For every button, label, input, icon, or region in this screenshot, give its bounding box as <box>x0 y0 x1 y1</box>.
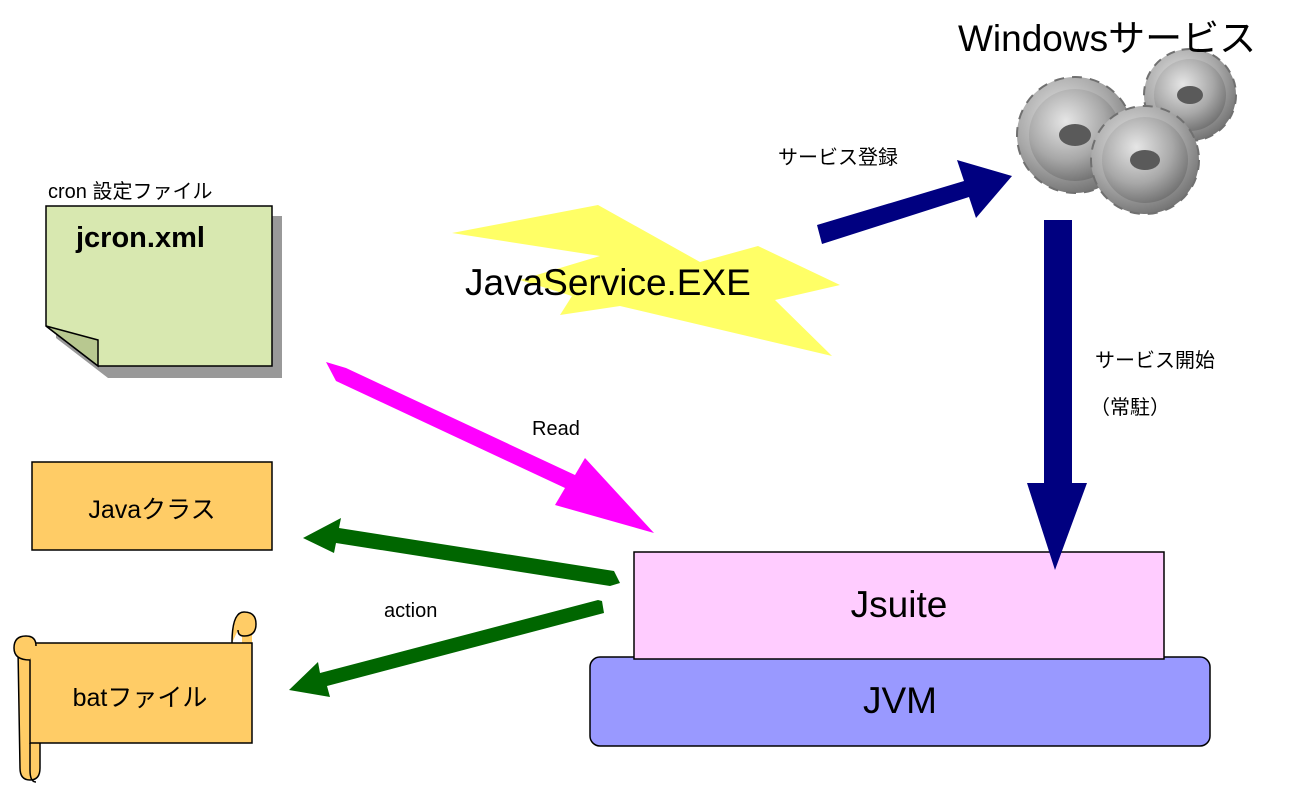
javaservice-label: JavaService.EXE <box>465 262 751 303</box>
read-arrow-label: Read <box>532 418 580 440</box>
bat-file-scroll <box>13 611 257 783</box>
action-arrow-java <box>303 518 620 586</box>
action-arrow-bat <box>289 600 604 697</box>
start-arrow-sublabel: （常駐） <box>1090 397 1170 419</box>
java-class-box <box>31 461 273 551</box>
read-arrow <box>326 362 654 533</box>
cron-file-name: jcron.xml <box>76 222 205 254</box>
jsuite-box <box>633 551 1165 660</box>
jsuite-label: Jsuite <box>850 584 948 625</box>
jvm-label: JVM <box>863 680 937 721</box>
cron-file-caption: cron 設定ファイル <box>48 181 213 203</box>
windows-service-title: Windowsサービス <box>958 18 1257 59</box>
lightning-icon <box>452 205 840 356</box>
start-arrow-label: サービス開始 <box>1095 350 1215 372</box>
register-arrow <box>817 160 1012 244</box>
cron-file-note <box>45 205 282 378</box>
start-arrow <box>1027 220 1087 570</box>
action-arrow-label: action <box>384 600 438 622</box>
bat-file-label: batファイル <box>72 684 208 712</box>
gears-icon <box>1016 48 1237 215</box>
java-class-label: Javaクラス <box>88 496 216 524</box>
register-arrow-label: サービス登録 <box>778 147 898 169</box>
